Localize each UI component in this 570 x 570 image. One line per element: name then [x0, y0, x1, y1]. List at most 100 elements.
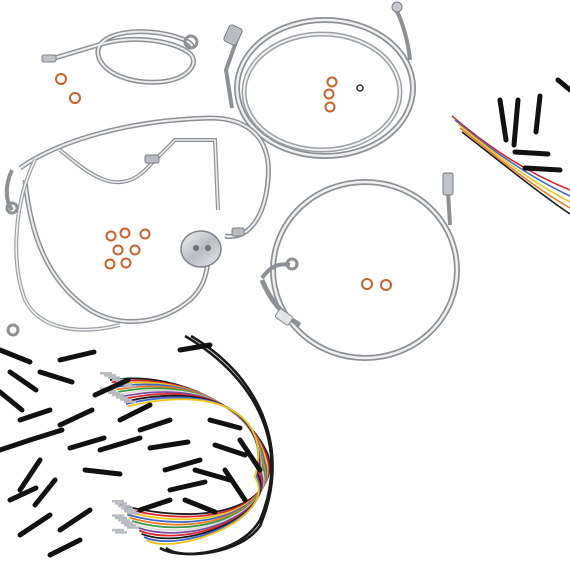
- junction-port: [193, 245, 199, 251]
- heat-shrink-tube: [0, 347, 33, 365]
- copper-washer: [105, 230, 117, 242]
- heat-shrink-tube: [92, 377, 131, 398]
- heat-shrink-tube: [47, 537, 83, 558]
- heat-shrink-tube: [0, 437, 33, 453]
- heat-shrink-tube: [162, 457, 203, 473]
- terminal-pin: [120, 398, 132, 401]
- cable-bundle-with-junction-block: [4, 115, 271, 337]
- heat-shrink-tube: [511, 97, 521, 148]
- terminal-pin: [124, 524, 136, 527]
- terminal-pin: [115, 516, 127, 520]
- fitting-end: [442, 172, 454, 196]
- terminal-pin: [112, 500, 124, 503]
- terminal-pin: [112, 514, 124, 517]
- terminal-pin: [127, 526, 139, 529]
- wire: [127, 398, 260, 545]
- fitting-end: [144, 154, 160, 164]
- heat-shrink-tube: [533, 93, 543, 135]
- heat-shrink-tube: [137, 417, 173, 433]
- wire-extension-harness-small: [451, 77, 570, 215]
- terminal-pin: [112, 528, 124, 532]
- copper-washer: [69, 92, 81, 104]
- wire: [165, 334, 274, 556]
- fitting-end: [391, 1, 403, 13]
- heat-shrink-tube: [137, 497, 173, 513]
- fitting-end: [223, 24, 243, 46]
- terminal-pin: [112, 394, 124, 397]
- terminal-pin: [121, 521, 133, 524]
- copper-washer: [323, 88, 335, 100]
- terminal-pin: [115, 502, 127, 505]
- copper-washers: [104, 227, 151, 270]
- terminal-pin: [112, 378, 124, 381]
- terminal-pin: [124, 509, 136, 512]
- o-ring: [356, 84, 364, 92]
- copper-washers: [55, 73, 81, 104]
- junction-port: [205, 245, 211, 251]
- copper-washer: [129, 244, 141, 256]
- brake-line-large-coil: [223, 1, 416, 159]
- terminal-pin: [127, 512, 139, 515]
- copper-washers: [323, 76, 338, 113]
- heat-shrink-tube: [37, 369, 75, 385]
- copper-washer: [119, 227, 131, 239]
- terminal-pin: [116, 396, 128, 399]
- terminal-pin: [120, 383, 132, 386]
- heat-shrink-tube: [27, 427, 65, 443]
- heat-shrink-tube: [57, 407, 95, 428]
- banjo-fitting: [285, 257, 299, 271]
- copper-washers: [361, 278, 392, 291]
- terminal-pin: [118, 519, 130, 522]
- heat-shrink-tube: [212, 442, 248, 458]
- terminal-pin: [115, 531, 127, 534]
- copper-washer: [326, 76, 338, 88]
- heat-shrink-tube: [512, 149, 551, 157]
- terminal-pin: [121, 507, 133, 510]
- junction-block: [180, 230, 222, 268]
- copper-washer: [104, 258, 116, 270]
- fitting-end: [41, 54, 57, 63]
- copper-washer: [380, 279, 392, 291]
- heat-shrink-tube: [17, 407, 53, 423]
- heat-shrink-tube: [82, 467, 123, 477]
- heat-shrink-tube: [17, 512, 53, 538]
- banjo-fitting: [183, 34, 199, 50]
- heat-shrink-tube: [57, 349, 97, 363]
- heat-shrink-tube: [57, 507, 93, 533]
- heat-shrink-tube: [555, 77, 570, 93]
- clutch-cable-coil: [259, 172, 460, 361]
- terminal-pin: [100, 372, 112, 375]
- heat-shrink-tube: [167, 479, 208, 493]
- heat-shrink-tube: [7, 369, 39, 393]
- heat-shrink-tube: [97, 435, 143, 453]
- heat-shrink-tube: [17, 457, 43, 493]
- heat-shrink-tube: [192, 467, 233, 483]
- fitting-end: [274, 308, 294, 326]
- fitting-end: [231, 227, 245, 237]
- terminal-pin: [108, 391, 120, 395]
- copper-washer: [361, 278, 373, 290]
- heat-shrink-tube: [237, 437, 263, 473]
- heat-shrink-tube: [222, 467, 248, 503]
- heat-shrink-tube: [117, 402, 153, 423]
- wire-extension-harness-large: [100, 334, 274, 556]
- heat-shrink-tube: [0, 389, 25, 413]
- heat-shrink-tube: [497, 97, 509, 143]
- heat-shrink-tube: [177, 342, 213, 353]
- terminal-pin: [124, 385, 136, 388]
- copper-washer: [112, 244, 124, 256]
- heat-shrink-tube: [147, 439, 191, 451]
- copper-washer: [55, 73, 67, 85]
- banjo-fitting: [6, 323, 20, 337]
- copper-washer: [324, 101, 336, 113]
- heat-shrink-tubes: [0, 342, 263, 558]
- banjo-fitting: [5, 201, 19, 215]
- terminal-pin: [118, 504, 130, 508]
- copper-washer: [139, 228, 151, 240]
- brake-line-small-coil: [41, 29, 199, 85]
- terminal-pin: [108, 376, 120, 379]
- terminal-pin: [104, 374, 116, 377]
- heat-shrink-tube: [32, 477, 58, 508]
